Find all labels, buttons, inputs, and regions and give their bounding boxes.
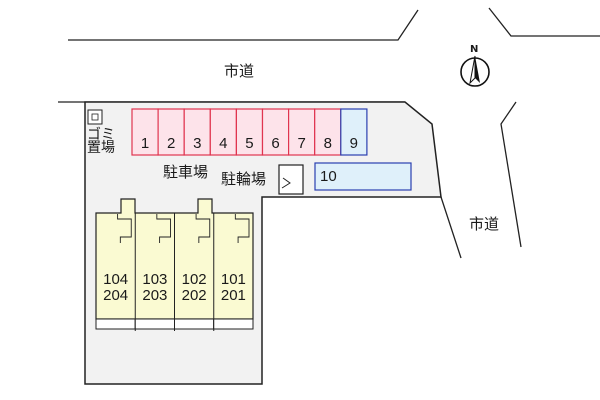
balcony-strip <box>174 318 215 330</box>
bicycle-parking-label: 駐輪場 <box>221 170 267 188</box>
unit-number-lower: 203 <box>142 287 168 304</box>
parking-space-number: 6 <box>271 135 280 152</box>
unit-number-upper: 102 <box>181 271 207 288</box>
compass-label: N <box>470 44 479 55</box>
bicycle-parking-pointer <box>281 177 291 189</box>
parking-space-number: 9 <box>349 135 359 152</box>
parking-space-number: 8 <box>323 135 332 152</box>
parking-space-3 <box>183 108 211 156</box>
garbage-label-line2: 置場 <box>87 140 115 156</box>
bicycle-parking-area <box>278 164 304 195</box>
parking-space-4 <box>209 108 238 156</box>
balcony-strip <box>213 318 254 330</box>
balcony-strip <box>95 318 136 330</box>
road-label-right: 市道 <box>469 215 500 233</box>
unit-number-lower: 202 <box>181 287 207 304</box>
parking-space-9 <box>340 108 368 156</box>
parking-space-number: 2 <box>166 135 176 152</box>
stair-detail <box>117 214 132 243</box>
road-label-top: 市道 <box>224 62 255 80</box>
parking-space-number: 10 <box>320 168 337 185</box>
parking-space-10 <box>314 162 412 191</box>
stair-detail <box>195 214 211 243</box>
parking-space-number: 5 <box>245 135 254 152</box>
parking-space-5 <box>235 108 264 156</box>
parking-space-7 <box>288 108 316 156</box>
site-boundary-extension <box>440 196 462 259</box>
parking-spaces <box>131 108 412 191</box>
garbage-station-marker <box>87 109 103 125</box>
parking-space-number: 7 <box>297 135 306 152</box>
unit-number-upper: 104 <box>103 271 129 288</box>
stair-detail <box>234 214 250 243</box>
building <box>95 198 254 331</box>
balcony-strip <box>134 318 175 330</box>
parking-label: 駐車場 <box>163 163 209 181</box>
parking-space-number: 4 <box>219 135 228 152</box>
unit-number-upper: 103 <box>142 271 168 288</box>
parking-space-2 <box>157 108 185 156</box>
parking-space-number: 1 <box>140 135 150 152</box>
parking-space-1 <box>131 108 159 156</box>
north-arrow-icon <box>460 55 490 87</box>
garbage-label-line1: ゴミ <box>87 127 115 143</box>
unit-number-lower: 201 <box>220 287 246 304</box>
unit-number-lower: 204 <box>103 287 129 304</box>
parking-space-number: 3 <box>193 135 202 152</box>
unit-number-upper: 101 <box>220 271 246 288</box>
garbage-station-lid <box>91 113 99 121</box>
stair-detail <box>156 214 171 243</box>
